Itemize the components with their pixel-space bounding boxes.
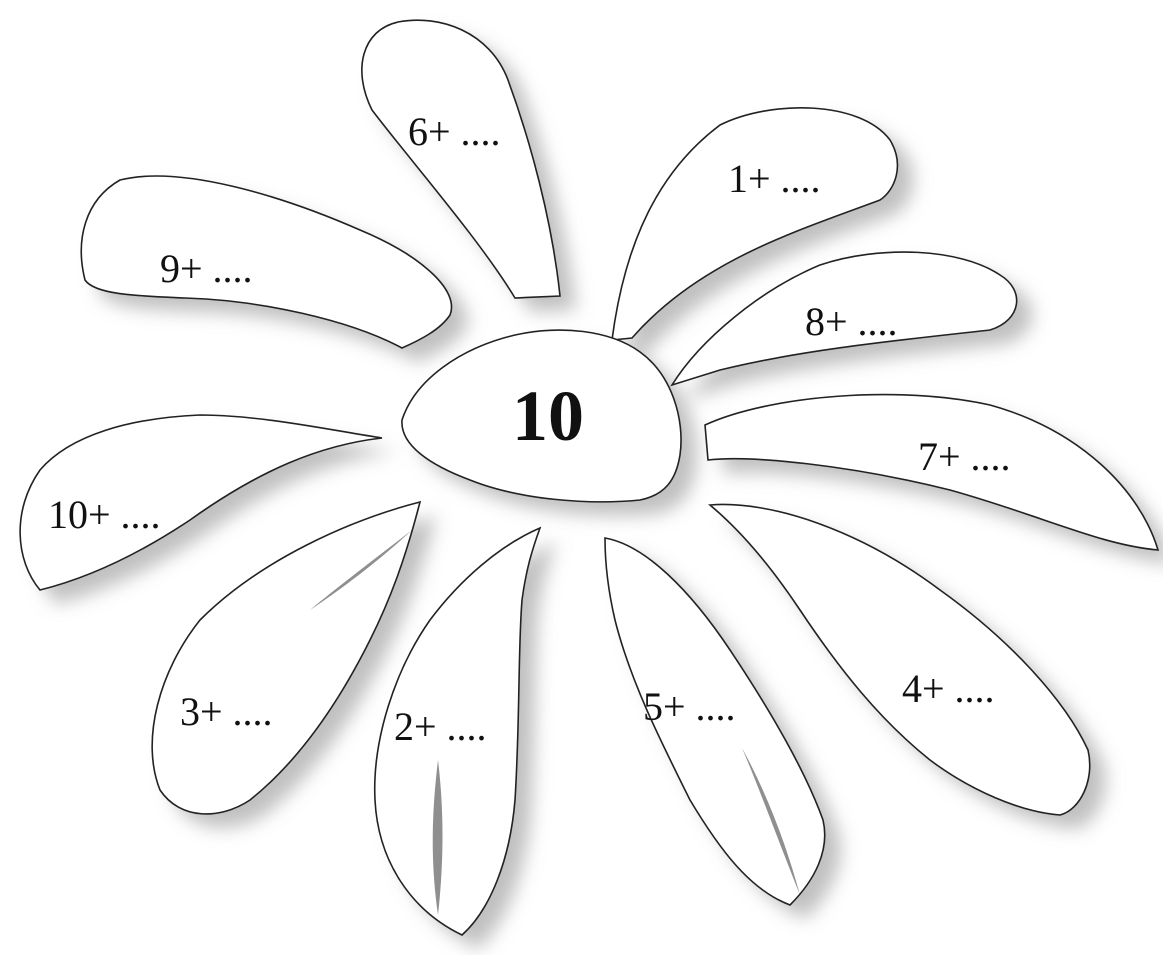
petal-9-label: 9+ ....	[160, 246, 253, 291]
petal-9: 9+ ....	[81, 176, 451, 348]
flower-center: 10	[402, 330, 681, 502]
petal-4-label: 4+ ....	[902, 666, 995, 711]
petal-1-label: 1+ ....	[728, 156, 821, 201]
petal-6-label: 6+ ....	[408, 109, 501, 154]
petal-2-label: 2+ ....	[394, 704, 487, 749]
petal-10-label: 10+ ....	[48, 492, 161, 537]
center-number: 10	[512, 376, 584, 456]
petal-5-label: 5+ ....	[643, 684, 736, 729]
petal-3-label: 3+ ....	[180, 689, 273, 734]
petal-7-label: 7+ ....	[918, 434, 1011, 479]
petal-8-label: 8+ ....	[805, 299, 898, 344]
